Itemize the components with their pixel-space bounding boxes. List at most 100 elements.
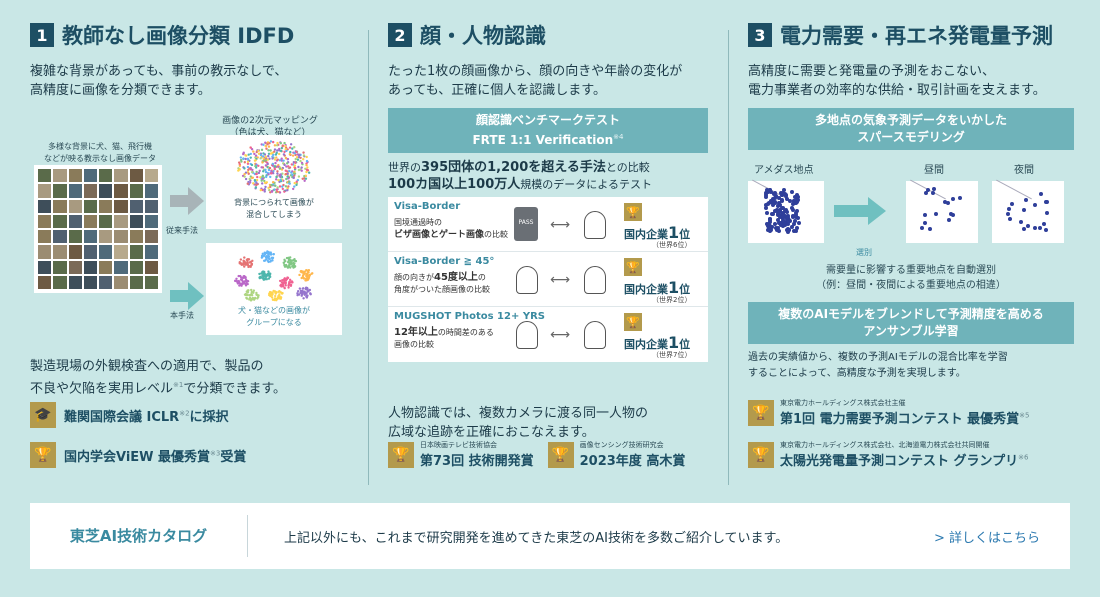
cluster-point xyxy=(252,289,256,292)
cluster-point xyxy=(263,190,266,193)
cluster-point xyxy=(251,168,254,172)
cluster-point xyxy=(268,166,272,170)
cluster-point xyxy=(267,186,270,190)
section-header: 2 顔・人物認識 xyxy=(388,20,708,50)
thumbnail xyxy=(68,260,82,274)
cluster-point xyxy=(279,142,283,145)
cluster-point xyxy=(259,157,262,160)
arrow-right-icon xyxy=(868,197,886,225)
cluster-point xyxy=(282,261,286,265)
cluster-point xyxy=(247,153,250,156)
cluster-point xyxy=(302,154,306,157)
station-point xyxy=(957,195,962,200)
station-point xyxy=(774,194,779,199)
station-point xyxy=(1042,221,1047,226)
cluster-point xyxy=(250,288,253,292)
cluster-point xyxy=(270,296,274,299)
cluster-point xyxy=(306,288,309,292)
cluster-point xyxy=(243,265,246,268)
cluster-point xyxy=(276,190,279,193)
station-point xyxy=(796,195,801,200)
cluster-point xyxy=(302,287,305,290)
cluster-point xyxy=(245,297,249,300)
cluster-point xyxy=(269,152,273,155)
station-point xyxy=(946,217,951,222)
cluster-point xyxy=(246,259,249,263)
thumbnail xyxy=(38,184,52,198)
thumbnail xyxy=(129,230,143,244)
station-point xyxy=(950,197,955,202)
thumbnail xyxy=(144,245,158,259)
cluster-point xyxy=(257,152,261,155)
station-point xyxy=(781,215,786,220)
catalog-bar[interactable]: 東芝AI技術カタログ 上記以外にも、これまで研究開発を進めてきた東芝のAI技術を… xyxy=(30,503,1070,569)
cluster-point xyxy=(267,255,271,258)
cluster-point xyxy=(277,290,280,294)
cluster-point xyxy=(278,185,282,188)
cluster-point xyxy=(273,290,276,293)
cluster-point xyxy=(288,169,291,173)
cluster-point xyxy=(296,293,299,297)
cluster-point xyxy=(242,259,245,263)
cluster-point xyxy=(271,140,275,144)
cluster-point xyxy=(273,150,276,153)
cluster-point xyxy=(291,147,294,150)
station-point xyxy=(1007,206,1012,211)
cluster-point xyxy=(267,168,271,172)
thumbnail xyxy=(83,199,97,213)
thumbnail xyxy=(114,275,128,289)
cluster-point xyxy=(261,188,264,192)
station-point xyxy=(942,200,947,205)
thumbnail xyxy=(38,230,52,244)
station-point xyxy=(775,209,780,214)
station-point xyxy=(789,224,794,229)
trophy-icon: 🏆 xyxy=(748,399,774,426)
double-arrow-icon: ⟷ xyxy=(550,272,571,288)
cluster-point xyxy=(295,156,299,159)
cluster-point xyxy=(249,146,252,149)
cluster-point xyxy=(237,161,241,164)
cluster-point xyxy=(271,256,275,260)
face-icon xyxy=(584,211,606,239)
face-older-icon xyxy=(584,321,606,349)
thumbnail xyxy=(114,214,128,228)
cluster-point xyxy=(246,157,250,161)
cluster-point xyxy=(301,177,304,180)
cluster-point xyxy=(257,149,260,152)
ensemble-description: 過去の実績値から、複数の予測AIモデルの混合比率を学習 することによって、高精度… xyxy=(748,352,1008,379)
details-link[interactable]: > 詳しくはこちら xyxy=(933,530,1040,546)
thumbnail xyxy=(53,199,67,213)
thumbnail xyxy=(129,260,143,274)
station-point xyxy=(782,221,787,226)
cluster-point xyxy=(288,278,292,282)
station-point xyxy=(779,220,784,225)
cluster-point xyxy=(293,181,296,185)
cluster-point xyxy=(242,280,246,283)
cluster-point xyxy=(269,140,273,143)
cluster-point xyxy=(293,259,297,263)
station-point xyxy=(795,225,800,230)
cluster-point xyxy=(265,277,268,281)
station-point xyxy=(1025,223,1030,228)
arrow-right-icon xyxy=(188,187,204,215)
cluster-point xyxy=(240,284,243,287)
cluster-point xyxy=(258,272,261,276)
cluster-point xyxy=(269,149,272,152)
cluster-point xyxy=(249,299,253,302)
proposed-mapping: 犬・猫などの画像がグループになる xyxy=(206,243,342,335)
cluster-point xyxy=(286,189,289,192)
section-number: 3 xyxy=(748,23,772,47)
cluster-point xyxy=(288,153,292,156)
cluster-point xyxy=(287,286,290,289)
cluster-point xyxy=(255,172,258,176)
trophy-icon: 🏆 xyxy=(624,313,642,331)
cluster-point xyxy=(260,179,263,182)
cluster-point xyxy=(255,178,259,182)
thumbnail xyxy=(83,230,97,244)
cluster-point xyxy=(266,250,269,253)
cluster-point xyxy=(248,265,252,268)
station-point xyxy=(790,202,795,207)
cluster-point xyxy=(298,153,301,157)
station-point xyxy=(780,205,785,210)
cluster-point xyxy=(292,261,295,265)
